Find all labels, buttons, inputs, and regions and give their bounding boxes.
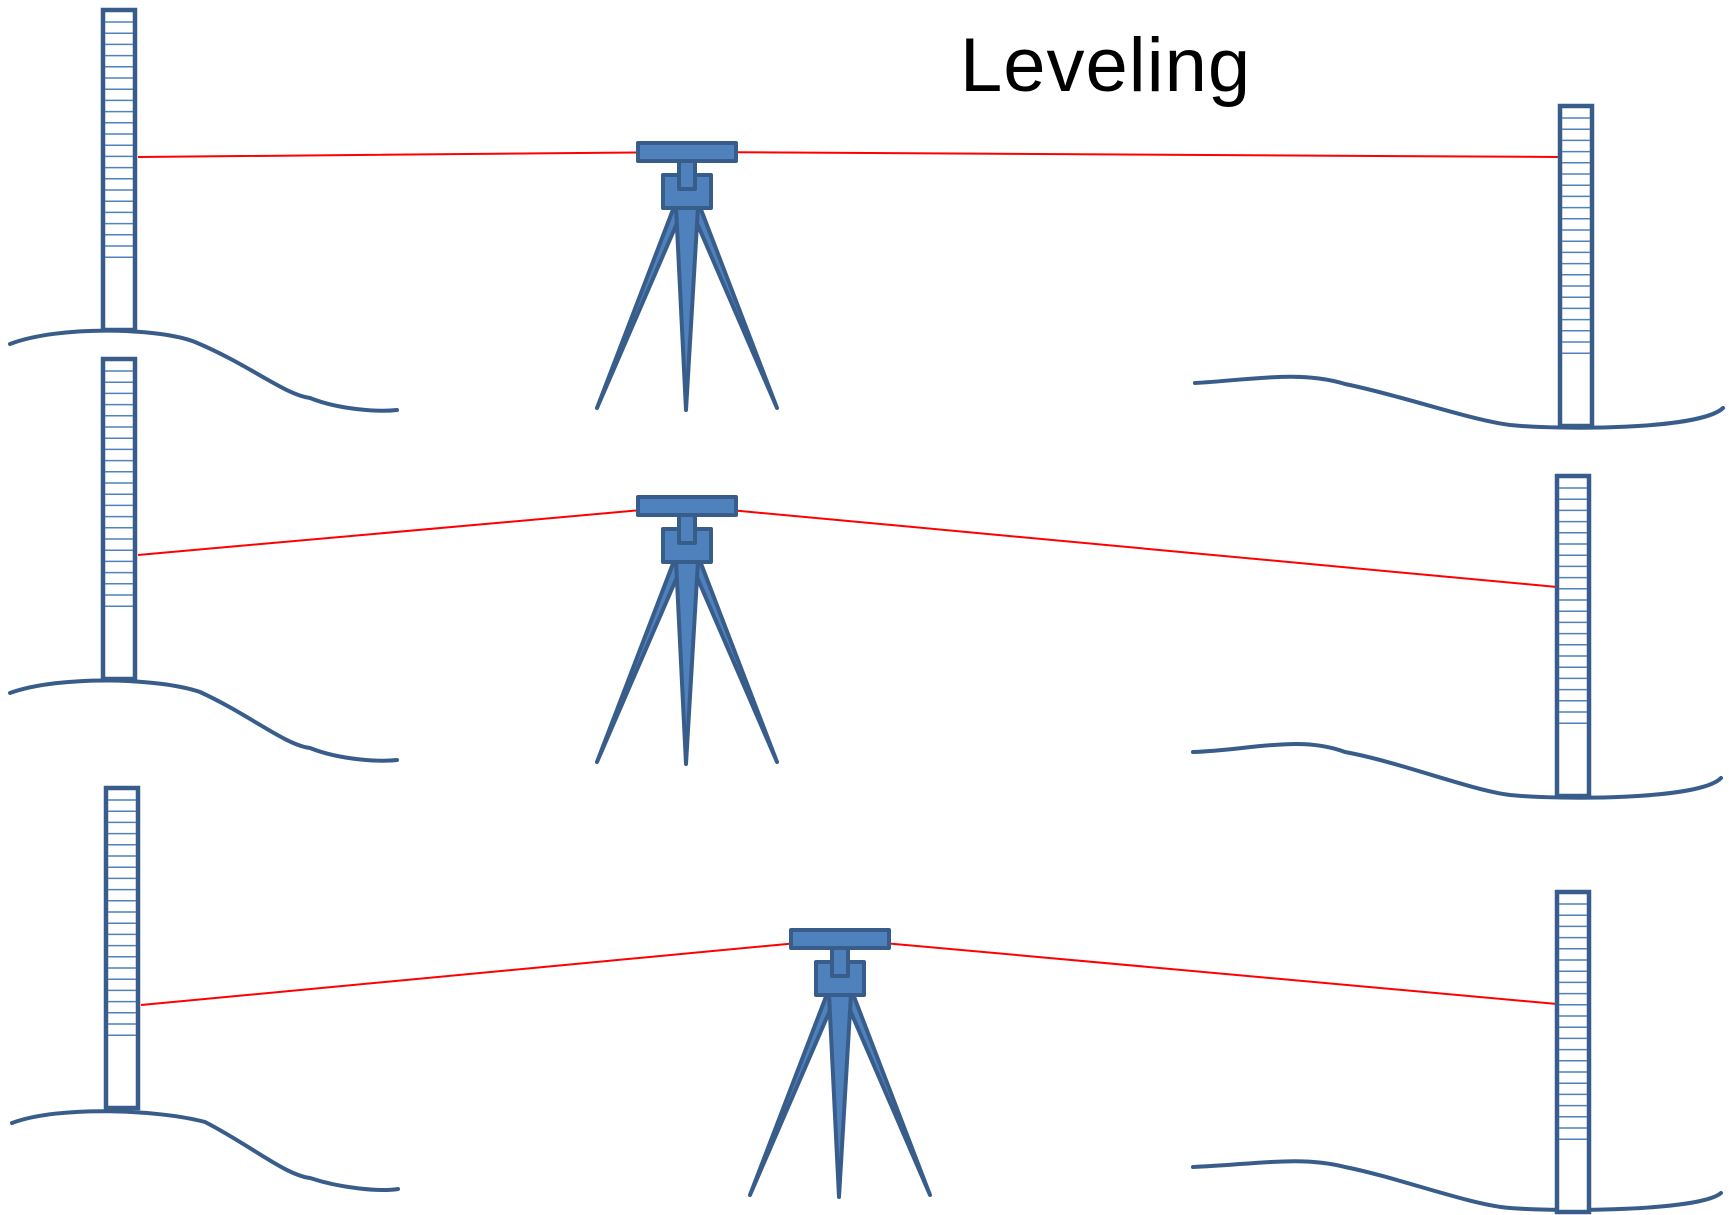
leveling-staff-left-row-1 [100, 7, 138, 333]
level-instrument-row-1 [595, 141, 779, 412]
staff-body [100, 7, 138, 333]
ground-right-row-3 [1191, 1159, 1723, 1212]
sight-line-row-2 [137, 504, 1558, 588]
tripod-leg-center [674, 559, 700, 766]
ground-right-row-1 [1193, 374, 1725, 430]
leveling-staff-right-row-3 [1554, 889, 1592, 1215]
sight-line-row-1 [137, 150, 1561, 158]
tripod-leg-right [688, 205, 779, 410]
level-instrument-row-3 [748, 928, 932, 1199]
tripod-leg-left [595, 205, 686, 410]
level-instrument-row-2 [595, 495, 779, 766]
tripod-leg-right [841, 992, 932, 1197]
instrument-neck [677, 513, 697, 545]
leveling-staff-left-row-3 [103, 785, 141, 1111]
ground-left-row-1 [8, 328, 399, 413]
ground-left-row-3 [10, 1109, 400, 1192]
ground-right-row-2 [1191, 742, 1723, 800]
level-instrument-icon [636, 495, 738, 517]
ground-left-row-2 [8, 678, 399, 763]
tripod-leg-left [748, 992, 839, 1197]
level-instrument-icon [789, 928, 891, 950]
staff-body [1554, 889, 1592, 1215]
leveling-staff-right-row-1 [1557, 103, 1595, 429]
instrument-neck [677, 159, 697, 191]
staff-body [100, 356, 138, 682]
tripod-leg-center [827, 992, 853, 1199]
staff-body [1557, 103, 1595, 429]
tripod-leg-left [595, 559, 686, 764]
staff-body [103, 785, 141, 1111]
leveling-staff-right-row-2 [1554, 473, 1592, 799]
tripod-leg-center [674, 205, 700, 412]
staff-body [1554, 473, 1592, 799]
tripod-leg-right [688, 559, 779, 764]
level-instrument-icon [636, 141, 738, 163]
diagram-title: Leveling [960, 23, 1252, 108]
leveling-staff-left-row-2 [100, 356, 138, 682]
instrument-neck [830, 946, 850, 978]
